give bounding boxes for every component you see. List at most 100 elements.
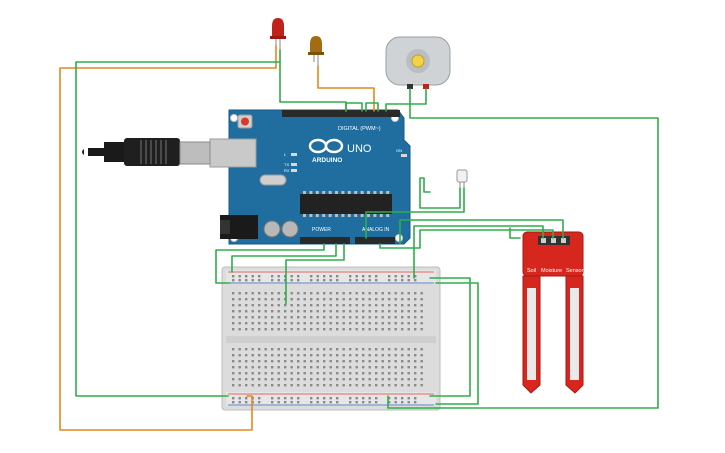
breadboard-hole[interactable] xyxy=(388,372,391,375)
breadboard-hole[interactable] xyxy=(284,328,287,331)
breadboard-hole[interactable] xyxy=(245,384,248,387)
breadboard-hole[interactable] xyxy=(277,275,280,278)
breadboard-hole[interactable] xyxy=(407,366,410,369)
breadboard-hole[interactable] xyxy=(349,292,352,295)
breadboard-hole[interactable] xyxy=(258,328,261,331)
breadboard-hole[interactable] xyxy=(297,298,300,301)
breadboard-hole[interactable] xyxy=(316,384,319,387)
breadboard-hole[interactable] xyxy=(290,316,293,319)
breadboard-hole[interactable] xyxy=(355,304,358,307)
breadboard-hole[interactable] xyxy=(394,354,397,357)
breadboard-hole[interactable] xyxy=(297,304,300,307)
breadboard-hole[interactable] xyxy=(388,275,391,278)
breadboard-hole[interactable] xyxy=(297,366,300,369)
breadboard-hole[interactable] xyxy=(375,292,378,295)
breadboard-hole[interactable] xyxy=(388,384,391,387)
breadboard-hole[interactable] xyxy=(342,328,345,331)
breadboard-hole[interactable] xyxy=(251,348,254,351)
breadboard-hole[interactable] xyxy=(375,401,378,404)
breadboard-hole[interactable] xyxy=(303,310,306,313)
breadboard-hole[interactable] xyxy=(381,372,384,375)
breadboard-hole[interactable] xyxy=(297,401,300,404)
breadboard-hole[interactable] xyxy=(258,372,261,375)
breadboard-hole[interactable] xyxy=(310,372,313,375)
breadboard-hole[interactable] xyxy=(316,279,319,282)
breadboard-hole[interactable] xyxy=(349,378,352,381)
breadboard-hole[interactable] xyxy=(401,316,404,319)
breadboard-hole[interactable] xyxy=(336,298,339,301)
breadboard-hole[interactable] xyxy=(329,322,332,325)
breadboard-hole[interactable] xyxy=(271,275,274,278)
breadboard-hole[interactable] xyxy=(264,384,267,387)
breadboard-hole[interactable] xyxy=(271,292,274,295)
analog-header[interactable] xyxy=(355,237,395,244)
breadboard-hole[interactable] xyxy=(271,322,274,325)
breadboard-hole[interactable] xyxy=(251,366,254,369)
breadboard-hole[interactable] xyxy=(297,378,300,381)
breadboard-hole[interactable] xyxy=(271,384,274,387)
breadboard-hole[interactable] xyxy=(323,360,326,363)
breadboard-hole[interactable] xyxy=(245,378,248,381)
breadboard-hole[interactable] xyxy=(401,397,404,400)
breadboard-hole[interactable] xyxy=(264,328,267,331)
breadboard-hole[interactable] xyxy=(401,378,404,381)
breadboard-hole[interactable] xyxy=(323,348,326,351)
breadboard-hole[interactable] xyxy=(362,378,365,381)
breadboard-hole[interactable] xyxy=(290,354,293,357)
breadboard-hole[interactable] xyxy=(381,304,384,307)
breadboard-hole[interactable] xyxy=(375,328,378,331)
breadboard-hole[interactable] xyxy=(420,322,423,325)
breadboard-hole[interactable] xyxy=(414,348,417,351)
breadboard-hole[interactable] xyxy=(381,322,384,325)
breadboard-hole[interactable] xyxy=(420,348,423,351)
led-amber-icon[interactable] xyxy=(308,36,324,66)
breadboard-hole[interactable] xyxy=(271,372,274,375)
breadboard-hole[interactable] xyxy=(238,304,241,307)
breadboard-hole[interactable] xyxy=(407,372,410,375)
breadboard-hole[interactable] xyxy=(420,378,423,381)
breadboard-hole[interactable] xyxy=(271,378,274,381)
breadboard-hole[interactable] xyxy=(420,354,423,357)
breadboard-hole[interactable] xyxy=(232,310,235,313)
breadboard-hole[interactable] xyxy=(414,360,417,363)
breadboard-hole[interactable] xyxy=(407,378,410,381)
breadboard-hole[interactable] xyxy=(349,298,352,301)
breadboard-hole[interactable] xyxy=(394,322,397,325)
breadboard-hole[interactable] xyxy=(258,354,261,357)
breadboard-hole[interactable] xyxy=(238,279,241,282)
breadboard-hole[interactable] xyxy=(264,372,267,375)
breadboard-hole[interactable] xyxy=(258,279,261,282)
breadboard-hole[interactable] xyxy=(290,378,293,381)
breadboard-hole[interactable] xyxy=(388,279,391,282)
breadboard-hole[interactable] xyxy=(355,354,358,357)
breadboard-hole[interactable] xyxy=(323,316,326,319)
breadboard-hole[interactable] xyxy=(290,372,293,375)
breadboard-hole[interactable] xyxy=(232,366,235,369)
breadboard-hole[interactable] xyxy=(394,401,397,404)
breadboard-hole[interactable] xyxy=(375,397,378,400)
breadboard-hole[interactable] xyxy=(394,310,397,313)
breadboard-hole[interactable] xyxy=(362,322,365,325)
breadboard-hole[interactable] xyxy=(245,372,248,375)
breadboard-hole[interactable] xyxy=(277,292,280,295)
breadboard-hole[interactable] xyxy=(368,366,371,369)
breadboard-hole[interactable] xyxy=(284,372,287,375)
breadboard-hole[interactable] xyxy=(420,384,423,387)
breadboard-hole[interactable] xyxy=(329,360,332,363)
breadboard-hole[interactable] xyxy=(381,298,384,301)
breadboard-hole[interactable] xyxy=(290,401,293,404)
power-header[interactable] xyxy=(300,237,350,244)
breadboard-hole[interactable] xyxy=(401,279,404,282)
breadboard-hole[interactable] xyxy=(303,298,306,301)
breadboard-hole[interactable] xyxy=(316,316,319,319)
breadboard-hole[interactable] xyxy=(232,372,235,375)
breadboard-hole[interactable] xyxy=(368,322,371,325)
breadboard-hole[interactable] xyxy=(303,292,306,295)
breadboard-hole[interactable] xyxy=(368,397,371,400)
breadboard-hole[interactable] xyxy=(303,366,306,369)
breadboard-hole[interactable] xyxy=(407,397,410,400)
breadboard-hole[interactable] xyxy=(258,292,261,295)
breadboard-hole[interactable] xyxy=(245,275,248,278)
breadboard-hole[interactable] xyxy=(394,384,397,387)
breadboard-hole[interactable] xyxy=(316,298,319,301)
